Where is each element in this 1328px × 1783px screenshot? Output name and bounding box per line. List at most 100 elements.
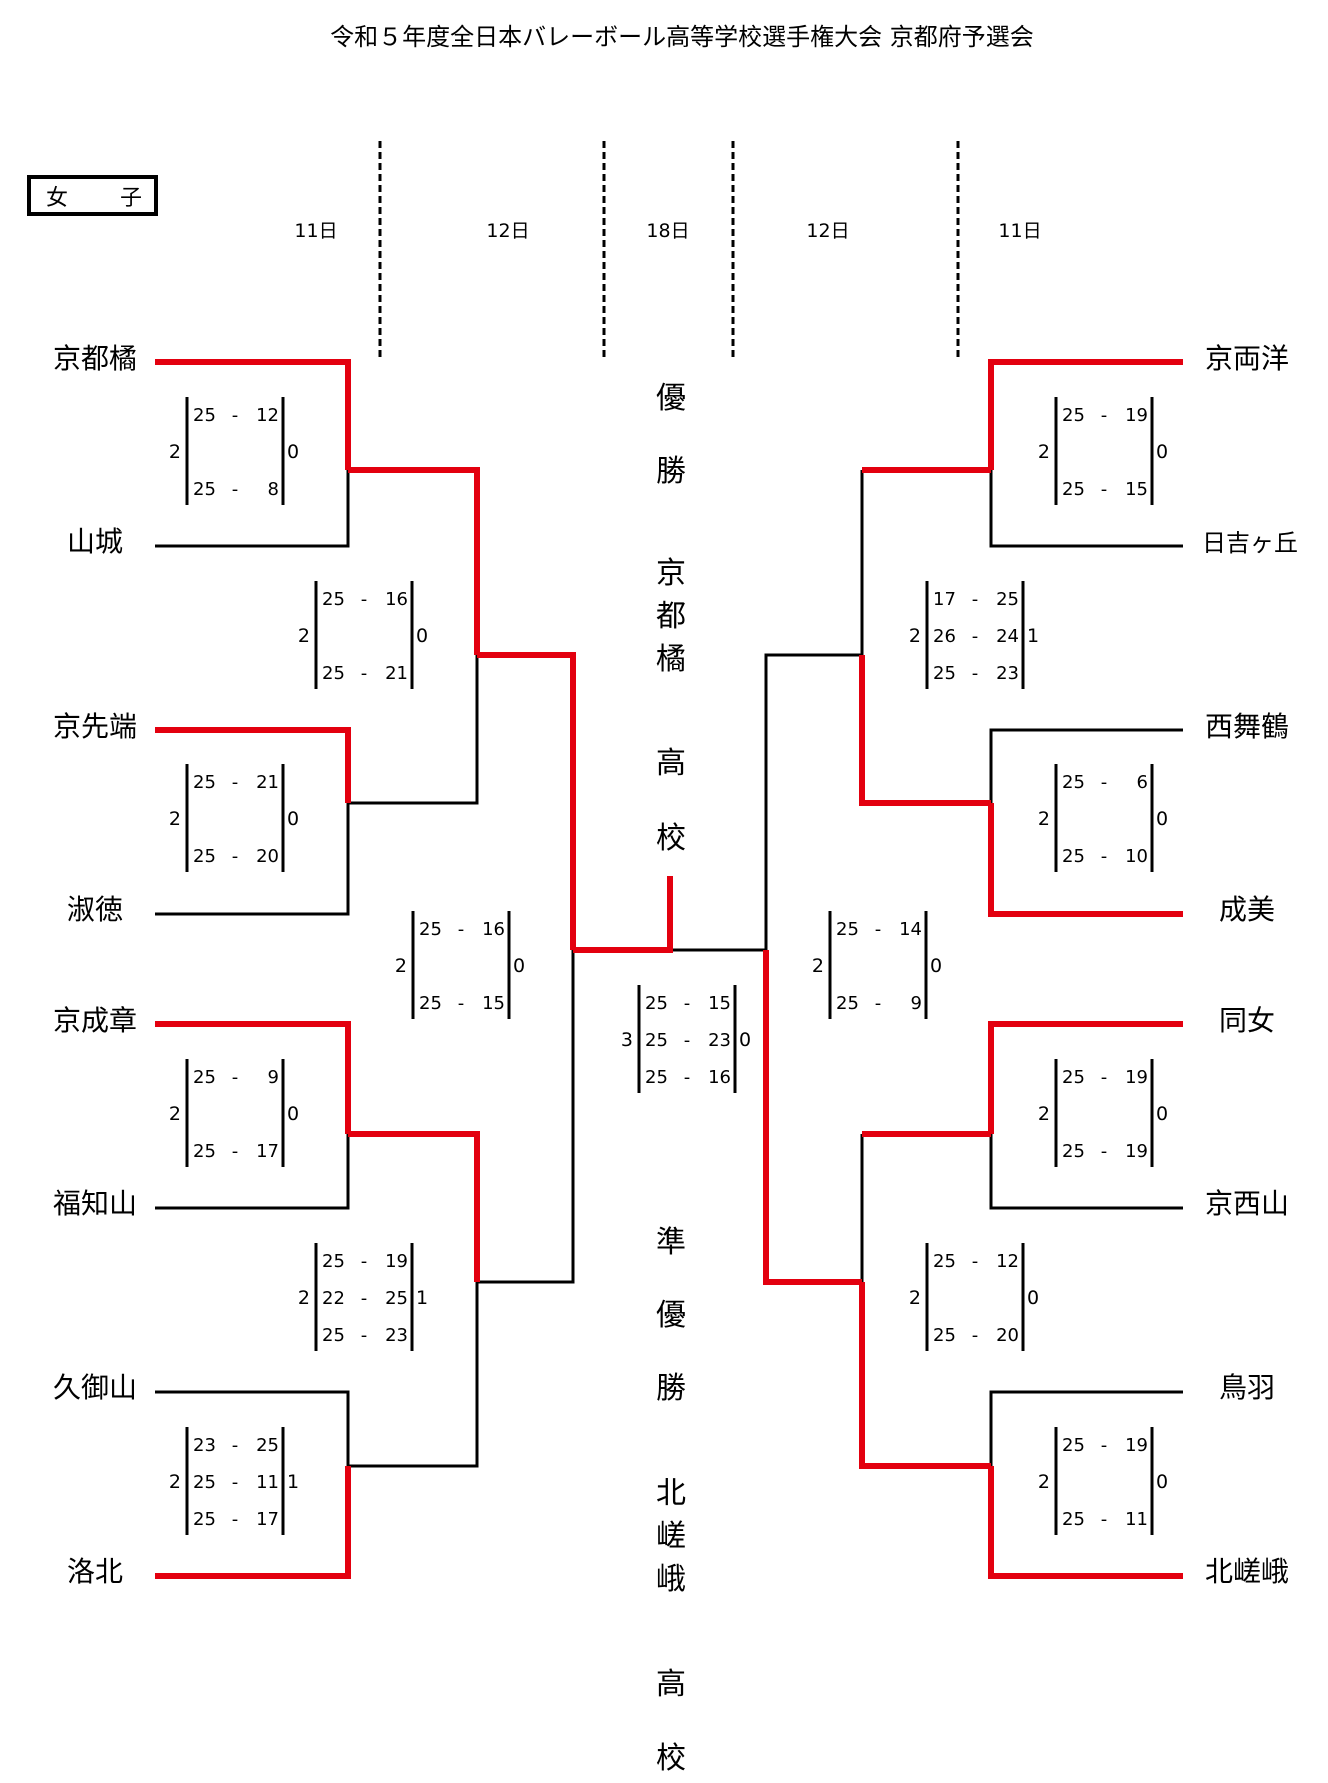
team-name: 京成章 [53,1004,137,1037]
set-score-right: 12 [996,1251,1019,1272]
sets-lost: 0 [287,441,299,463]
set-score-right: 23 [996,663,1019,684]
set-score-right: 15 [1125,479,1148,500]
team-name: 京都橘 [53,342,137,375]
set-score-dash: - [361,663,368,684]
day-label-round1-left: 11日 [294,220,337,242]
bracket-line [989,1134,1183,1210]
team-name: 淑徳 [67,893,123,926]
sets-won: 2 [169,808,181,830]
team-name: 北嵯峨 [1205,1555,1289,1588]
set-score-left: 25 [193,1509,216,1530]
set-score-right: 17 [256,1141,279,1162]
set-score-right: 15 [482,993,505,1014]
teams-left: 京都橘 山城 京先端 淑徳 京成章 福知山 久御山 洛北 [53,342,137,1588]
set-score-dash: - [1101,772,1108,793]
set-score-left: 25 [419,919,442,940]
bracket-line [348,655,479,805]
runner-up-block: 準 優 勝 北 嵯 峨 高 校 [656,1225,686,1776]
set-score-dash: - [875,993,882,1014]
set-score-dash: - [684,1030,691,1051]
set-score-right: 16 [708,1067,731,1088]
bracket-line [348,1282,479,1468]
set-score-left: 23 [193,1435,216,1456]
runner-up-school-char: 校 [656,1741,686,1776]
set-score-dash: - [232,1435,239,1456]
set-score-dash: - [875,919,882,940]
bracket-line [155,1021,351,1134]
runner-up-label-char: 勝 [656,1371,686,1406]
bracket-line [859,1282,991,1469]
set-score-right: 6 [1137,772,1148,793]
sets-lost: 0 [930,955,942,977]
set-score-dash: - [361,1325,368,1346]
set-score-right: 8 [268,479,279,500]
runner-up-label-char: 準 [656,1225,686,1260]
set-score-dash: - [232,772,239,793]
category-char-1: 女 [46,186,68,211]
sets-won: 2 [298,1287,310,1309]
bracket-line [348,1131,480,1282]
set-score-dash: - [232,1067,239,1088]
bracket-line [155,470,350,548]
set-score-dash: - [458,919,465,940]
team-name: 京先端 [53,710,137,743]
sets-won: 2 [909,625,921,647]
champion-school-char: 京 [656,556,686,591]
set-score-left: 25 [193,479,216,500]
set-score-right: 10 [1125,846,1148,867]
set-score-dash: - [232,405,239,426]
champion-block: 優 勝 京 都 橘 高 校 [656,381,686,856]
set-score-dash: - [361,1251,368,1272]
team-name: 同女 [1219,1004,1275,1037]
set-score-left: 25 [836,919,859,940]
bracket-line [859,655,991,806]
sets-won: 2 [169,441,181,463]
set-score-left: 25 [836,993,859,1014]
set-score-left: 25 [193,772,216,793]
sets-lost: 0 [1156,1471,1168,1493]
bracket-line [477,652,576,950]
set-score-dash: - [232,846,239,867]
set-score-right: 16 [385,589,408,610]
set-score-dash: - [972,663,979,684]
set-score-dash: - [1101,846,1108,867]
set-score-left: 25 [322,1325,345,1346]
sets-lost: 0 [513,955,525,977]
champion-school-char: 校 [656,821,686,856]
set-score-left: 25 [645,1067,668,1088]
sets-lost: 0 [416,625,428,647]
set-score-dash: - [684,993,691,1014]
sets-won: 2 [1038,808,1050,830]
champion-school-char: 高 [656,746,686,781]
team-name: 京西山 [1205,1187,1289,1220]
set-score-left: 25 [193,1141,216,1162]
set-score-left: 25 [645,1030,668,1051]
set-score-right: 19 [1125,405,1148,426]
team-name: 洛北 [67,1555,123,1588]
sets-lost: 1 [287,1471,299,1493]
champion-school-char: 橘 [656,642,686,677]
set-score-right: 24 [996,626,1019,647]
runner-up-school-char: 峨 [656,1562,686,1597]
bracket-line [989,470,1183,548]
set-score-right: 19 [385,1251,408,1272]
sets-lost: 0 [1156,441,1168,463]
page-title: 令和５年度全日本バレーボール高等学校選手権大会 京都府予選会 [330,23,1034,51]
set-score-right: 25 [385,1288,408,1309]
set-score-left: 25 [1062,405,1085,426]
set-score-left: 25 [1062,1141,1085,1162]
set-score-right: 15 [708,993,731,1014]
sets-lost: 0 [287,808,299,830]
set-score-right: 11 [1125,1509,1148,1530]
set-score-left: 25 [1062,1435,1085,1456]
